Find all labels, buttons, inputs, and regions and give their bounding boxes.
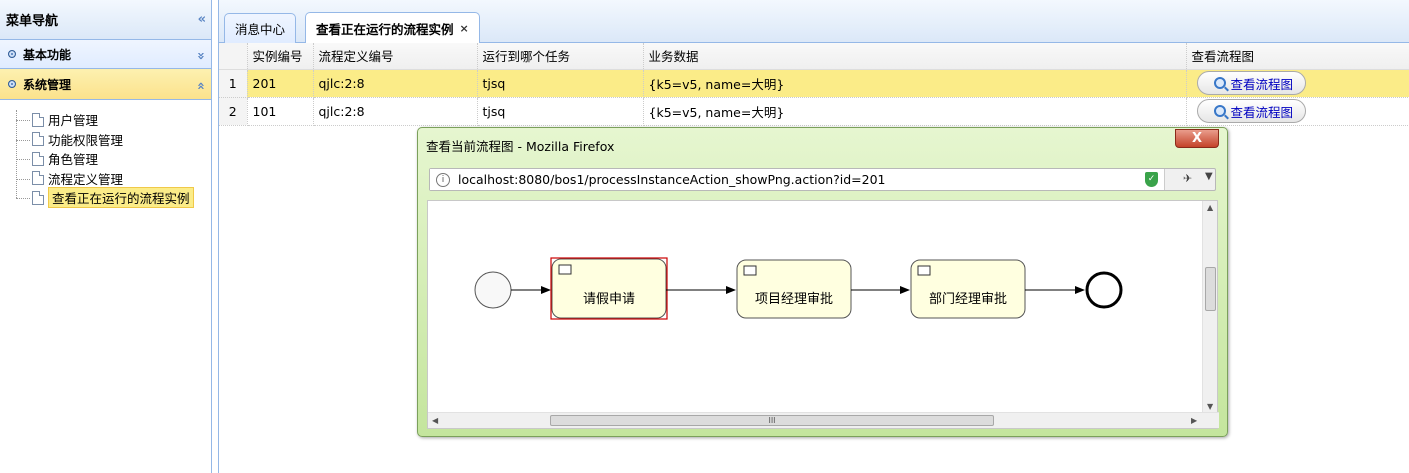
- panel-label: 系统管理: [23, 77, 72, 92]
- vertical-scrollbar[interactable]: ▲ ▼: [1202, 201, 1217, 413]
- tab-bar: 消息中心 查看正在运行的流程实例 ×: [219, 0, 1409, 43]
- cell-business-data: {k5=v5, name=大明}: [643, 69, 1187, 98]
- window-close-button[interactable]: X: [1175, 129, 1219, 148]
- collapse-icon[interactable]: «: [197, 12, 207, 27]
- column-header[interactable]: 查看流程图: [1186, 43, 1409, 70]
- tree-item-role-management[interactable]: 角色管理: [16, 149, 206, 169]
- tree-line: [16, 110, 30, 198]
- address-field[interactable]: i localhost:8080/bos1/processInstanceAct…: [430, 169, 1165, 190]
- task-label: 请假申请: [583, 292, 635, 307]
- cell-task: tjsq: [477, 69, 644, 98]
- table-header: 实例编号 流程定义编号 运行到哪个任务 业务数据 查看流程图: [219, 43, 1409, 70]
- task-box: [551, 258, 667, 319]
- main-area: 消息中心 查看正在运行的流程实例 × 实例编号 流程定义编号 运行到哪个任务 业…: [218, 0, 1409, 473]
- tree-item-permission-management[interactable]: 功能权限管理: [16, 130, 206, 150]
- scroll-up-icon[interactable]: ▲: [1207, 203, 1214, 212]
- firefox-popup-window: 查看当前流程图 - Mozilla Firefox X i localhost:…: [417, 127, 1228, 437]
- document-icon: [32, 132, 44, 147]
- task-box: [736, 259, 852, 319]
- magnifier-icon: [1213, 77, 1226, 89]
- horizontal-scrollbar[interactable]: ◀ III ▶: [428, 412, 1219, 428]
- bird-icon[interactable]: ✈: [1183, 172, 1193, 185]
- collapse-panel-icon[interactable]: «: [192, 81, 208, 87]
- url-bar: i localhost:8080/bos1/processInstanceAct…: [429, 168, 1216, 191]
- tree-label: 用户管理: [48, 113, 99, 129]
- tree-label: 流程定义管理: [48, 171, 124, 187]
- user-task-icon: [743, 265, 757, 276]
- cell-action: 查看流程图: [1186, 69, 1409, 98]
- document-icon: [32, 112, 44, 127]
- column-header[interactable]: 业务数据: [643, 43, 1187, 70]
- row-number-header: [219, 43, 248, 70]
- tree-label: 角色管理: [48, 152, 99, 168]
- column-header[interactable]: 运行到哪个任务: [477, 43, 644, 70]
- tree-item-process-definition[interactable]: 流程定义管理: [16, 169, 206, 189]
- task-label: 部门经理审批: [929, 292, 1007, 307]
- start-event: [474, 271, 512, 309]
- user-task-icon: [917, 265, 931, 276]
- document-icon: [32, 190, 44, 205]
- bullet-icon: [8, 80, 16, 88]
- scroll-right-icon[interactable]: ▶: [1191, 416, 1198, 425]
- diagram-viewport: 请假申请 项目经理审批 部门经理审批 ▲ ▼ ◀ III ▶: [427, 200, 1219, 429]
- info-icon[interactable]: i: [436, 172, 450, 187]
- navigation-panel: 菜单导航 « 基本功能 » 系统管理 « 用户管理 功能权限管理 角色管理 流程…: [0, 0, 212, 473]
- row-number: 1: [219, 69, 248, 98]
- scroll-left-icon[interactable]: ◀: [432, 416, 439, 425]
- column-header[interactable]: 流程定义编号: [313, 43, 478, 70]
- bullet-icon: [8, 50, 16, 58]
- cell-definition-id: qjlc:2:8: [313, 69, 478, 98]
- tab-message-center[interactable]: 消息中心: [224, 13, 297, 43]
- process-diagram: 请假申请 项目经理审批 部门经理审批: [474, 257, 1123, 320]
- view-diagram-button[interactable]: 查看流程图: [1196, 71, 1307, 95]
- view-diagram-button[interactable]: 查看流程图: [1196, 99, 1307, 123]
- task-box: [910, 259, 1026, 319]
- row-number: 2: [219, 97, 248, 126]
- user-task-icon: [558, 264, 572, 275]
- url-text: localhost:8080/bos1/processInstanceActio…: [458, 172, 886, 187]
- nav-title: 菜单导航: [6, 14, 59, 29]
- close-icon[interactable]: ×: [459, 21, 469, 35]
- cell-instance-id: 101: [247, 97, 314, 126]
- tree-item-user-management[interactable]: 用户管理: [16, 110, 206, 130]
- cell-action: 查看流程图: [1186, 97, 1409, 126]
- end-event: [1085, 271, 1123, 309]
- tree-label: 查看正在运行的流程实例: [48, 187, 194, 209]
- horizontal-scroll-thumb[interactable]: III: [550, 415, 994, 426]
- document-icon: [32, 171, 44, 186]
- cell-task: tjsq: [477, 97, 644, 126]
- active-highlight: [550, 257, 668, 320]
- tab-label: 消息中心: [235, 22, 286, 37]
- table-row[interactable]: 2 101 qjlc:2:8 tjsq {k5=v5, name=大明} 查看流…: [219, 97, 1409, 126]
- button-label: 查看流程图: [1230, 104, 1294, 120]
- scroll-down-icon[interactable]: ▼: [1207, 402, 1214, 411]
- panel-basic-functions[interactable]: 基本功能 »: [0, 40, 211, 69]
- shield-icon[interactable]: ✓: [1145, 172, 1158, 187]
- menu-tree: 用户管理 功能权限管理 角色管理 流程定义管理 查看正在运行的流程实例: [16, 110, 206, 209]
- cell-business-data: {k5=v5, name=大明}: [643, 97, 1187, 126]
- column-header[interactable]: 实例编号: [247, 43, 314, 70]
- cell-definition-id: qjlc:2:8: [313, 97, 478, 126]
- tree-item-running-instances[interactable]: 查看正在运行的流程实例: [16, 187, 206, 209]
- cell-instance-id: 201: [247, 69, 314, 98]
- panel-label: 基本功能: [23, 47, 72, 62]
- magnifier-icon: [1213, 105, 1226, 117]
- window-title: 查看当前流程图 - Mozilla Firefox: [426, 139, 615, 154]
- document-icon: [32, 151, 44, 166]
- tree-label: 功能权限管理: [48, 132, 124, 148]
- nav-header: 菜单导航 «: [0, 0, 211, 40]
- expand-icon[interactable]: »: [192, 51, 208, 57]
- vertical-scroll-thumb[interactable]: [1205, 267, 1216, 311]
- dropdown-arrow-icon[interactable]: ▼: [1205, 171, 1213, 182]
- table-row[interactable]: 1 201 qjlc:2:8 tjsq {k5=v5, name=大明} 查看流…: [219, 69, 1409, 98]
- button-label: 查看流程图: [1230, 76, 1294, 92]
- instance-table: 实例编号 流程定义编号 运行到哪个任务 业务数据 查看流程图 1 201 qjl…: [219, 43, 1409, 126]
- tab-label: 查看正在运行的流程实例: [316, 21, 454, 37]
- task-label: 项目经理审批: [755, 292, 833, 307]
- tab-running-instances[interactable]: 查看正在运行的流程实例 ×: [305, 12, 480, 43]
- panel-system-management[interactable]: 系统管理 «: [0, 69, 211, 100]
